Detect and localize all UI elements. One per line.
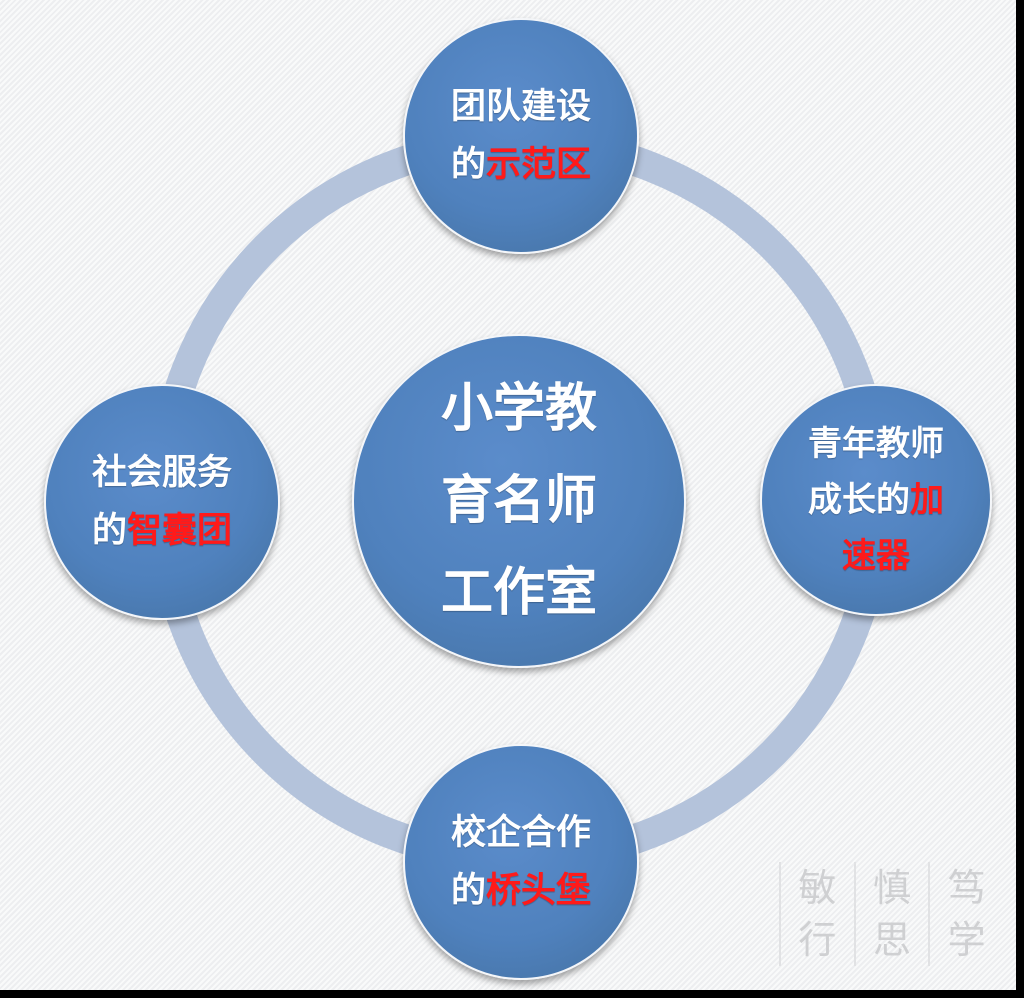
motto-char: 慎 xyxy=(873,866,912,910)
node-right-prefix: 成长的 xyxy=(808,480,910,520)
node-top-prefix: 的 xyxy=(450,145,486,185)
motto-char: 学 xyxy=(947,918,986,962)
motto-column: 敏 行 xyxy=(779,862,854,966)
node-right-highlight: 加 xyxy=(910,480,944,520)
motto-char: 笃 xyxy=(947,866,986,910)
motto-char: 敏 xyxy=(798,866,837,910)
node-bottom-line2: 的桥头堡 xyxy=(451,862,591,920)
node-center-studio: 小学教 育名师 工作室 xyxy=(352,334,686,668)
node-top-highlight: 示范区 xyxy=(486,145,592,185)
node-social-service: 社会服务 的智囊团 xyxy=(44,384,280,620)
motto-column: 慎 思 xyxy=(853,862,929,966)
node-team-building: 团队建设 的示范区 xyxy=(403,18,639,254)
node-bottom-prefix: 的 xyxy=(450,871,486,911)
motto-column: 笃 学 xyxy=(928,862,1003,966)
node-top-line1: 团队建设 xyxy=(450,87,591,127)
node-left-line2: 的智囊团 xyxy=(92,502,232,560)
node-right-line3: 速器 xyxy=(842,536,910,576)
center-line3: 工作室 xyxy=(440,563,597,623)
node-right-line1: 青年教师 xyxy=(808,424,944,464)
node-right-line2: 成长的加 xyxy=(808,472,944,528)
node-left-prefix: 的 xyxy=(91,511,127,551)
node-school-enterprise: 校企合作 的桥头堡 xyxy=(403,744,639,980)
center-line1: 小学教 xyxy=(440,379,597,439)
motto-char: 行 xyxy=(798,918,837,962)
node-top-line2: 的示范区 xyxy=(451,136,591,194)
node-bottom-highlight: 桥头堡 xyxy=(486,871,592,911)
center-line2: 育名师 xyxy=(440,471,597,531)
node-young-teacher-growth: 青年教师 成长的加 速器 xyxy=(760,384,992,616)
node-left-highlight: 智囊团 xyxy=(127,511,233,551)
node-left-line1: 社会服务 xyxy=(91,453,232,493)
motto-watermark: 敏 行 慎 思 笃 学 xyxy=(779,862,1003,966)
node-bottom-line1: 校企合作 xyxy=(450,813,591,853)
motto-char: 思 xyxy=(873,918,912,962)
